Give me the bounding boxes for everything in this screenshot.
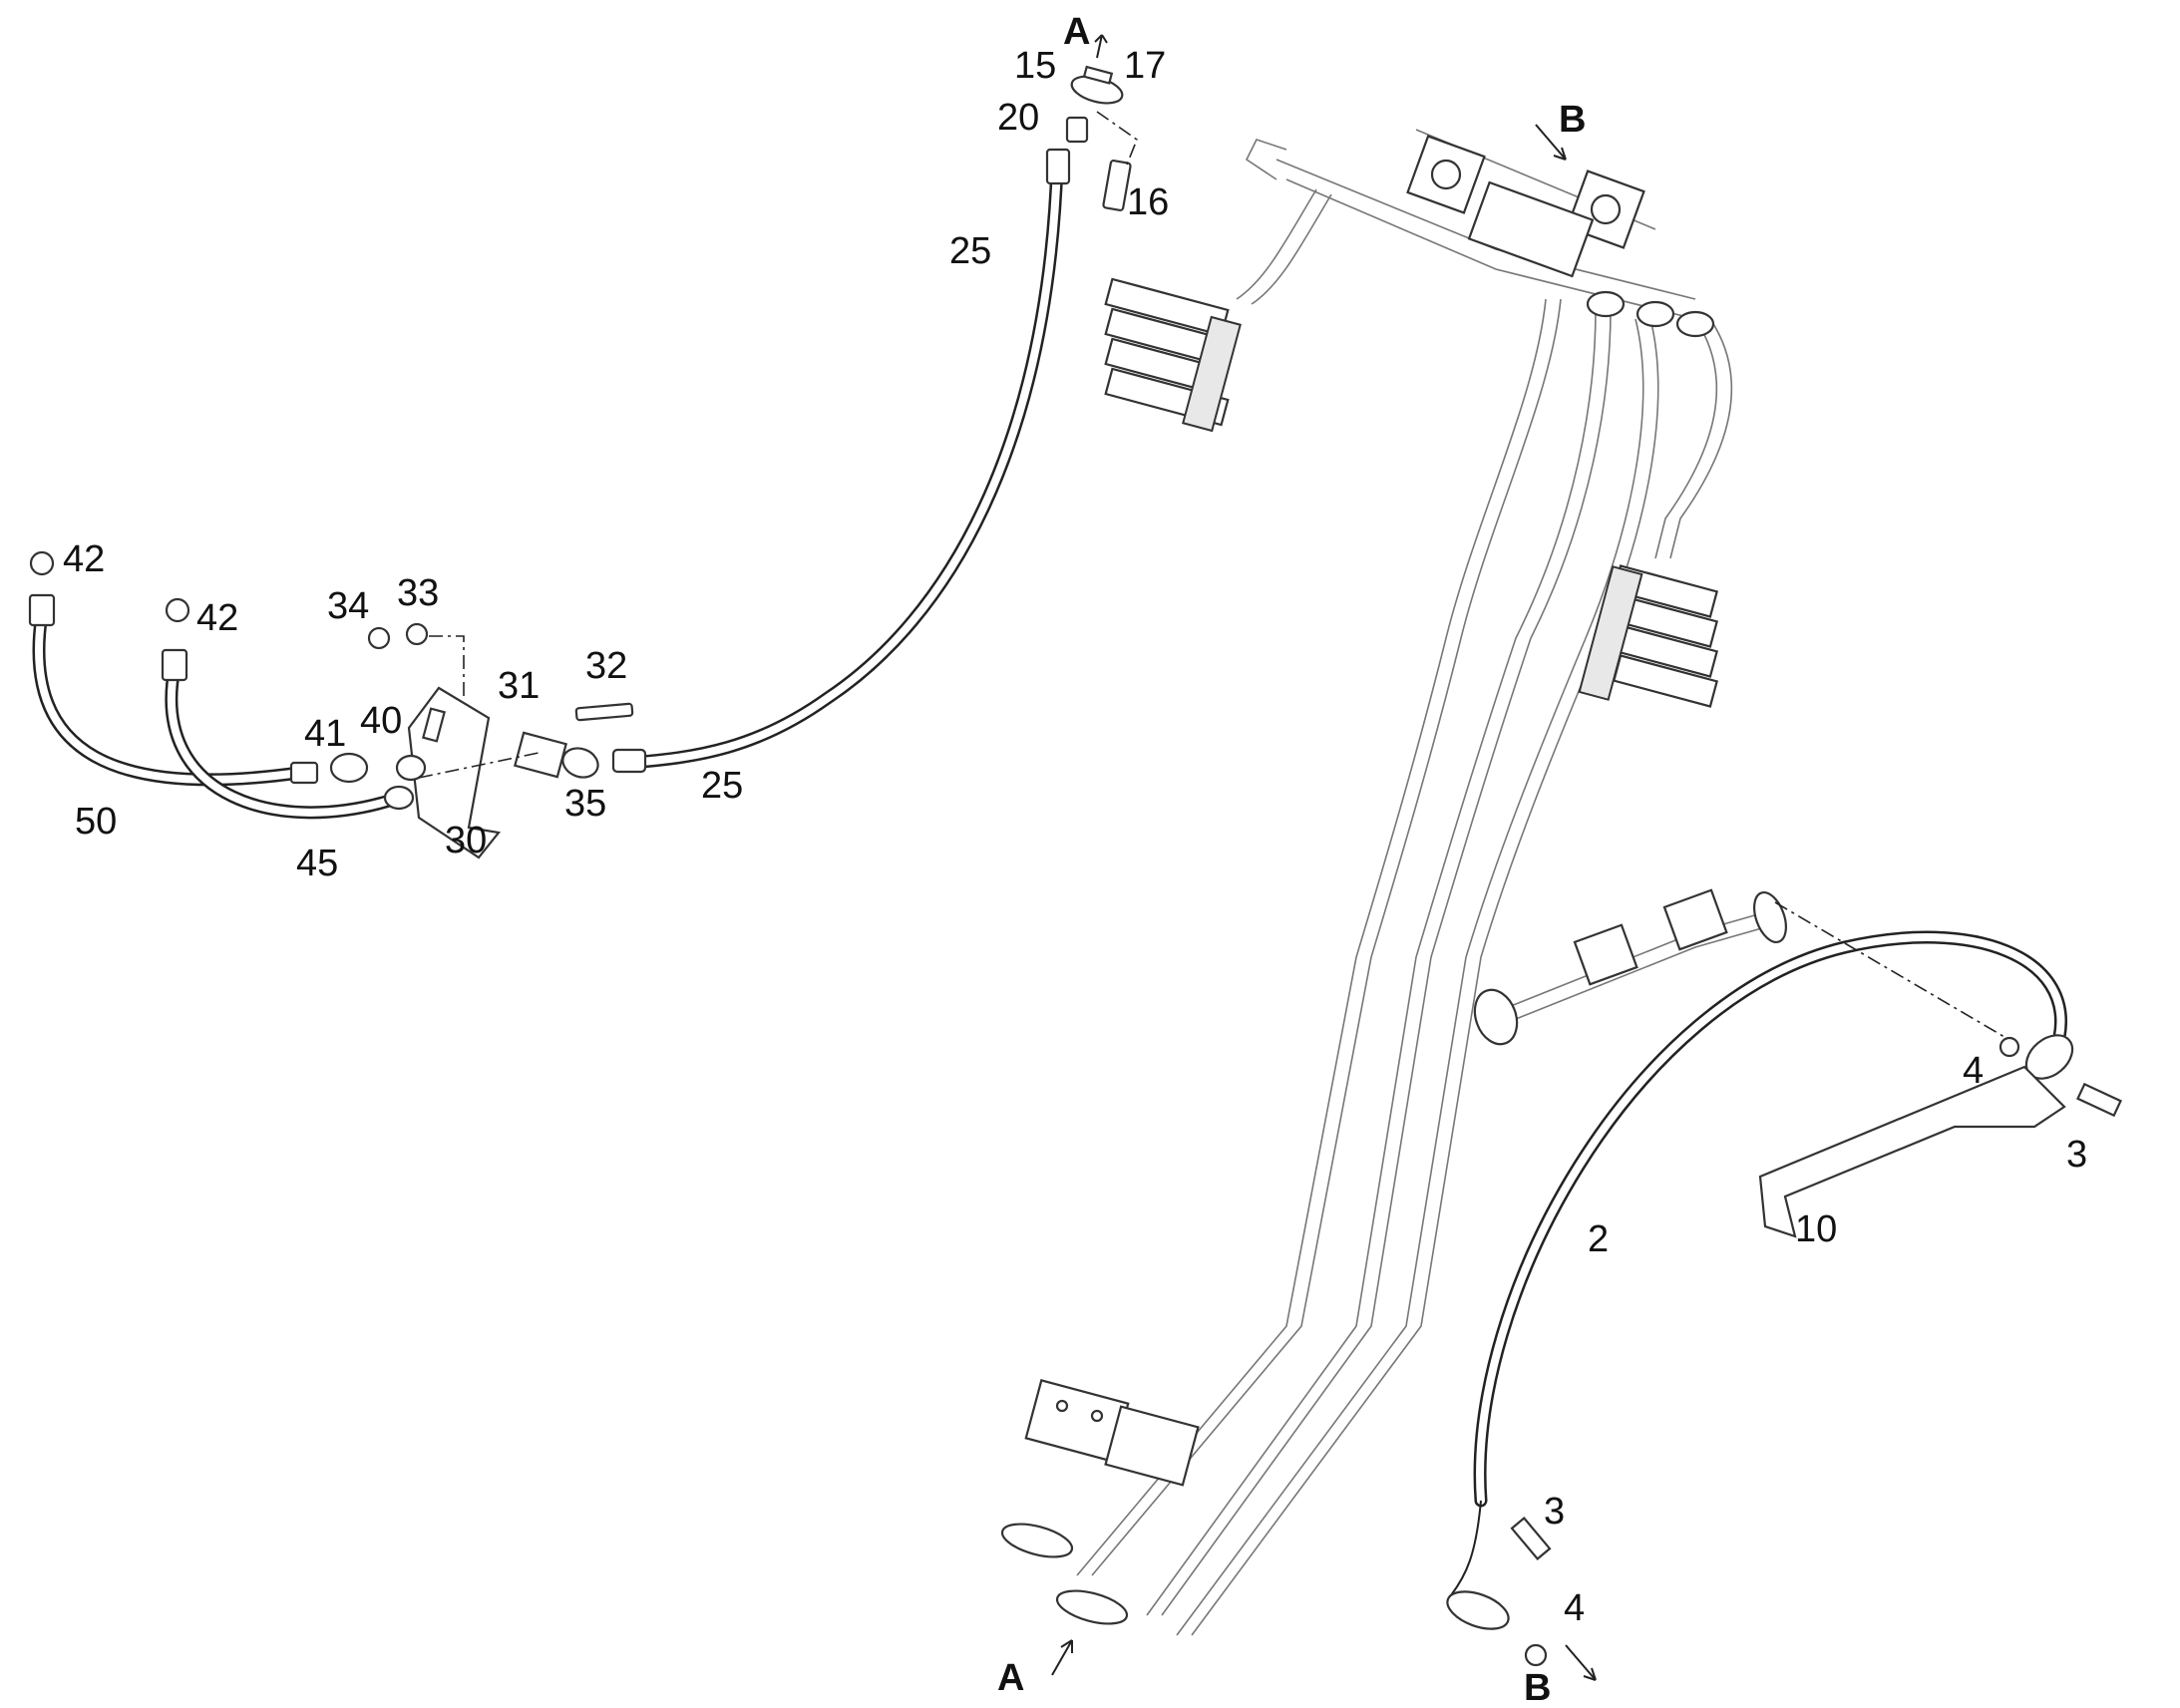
callout-50: 50 xyxy=(75,801,117,843)
valve-block-right xyxy=(1578,564,1719,708)
callout-40: 40 xyxy=(360,700,402,742)
callout-30: 30 xyxy=(445,820,487,861)
callout-42: 42 xyxy=(63,538,105,580)
callout-45: 45 xyxy=(296,843,338,884)
callout-41: 41 xyxy=(304,713,346,755)
callout-2: 2 xyxy=(1588,1218,1609,1260)
callout-20: 20 xyxy=(997,97,1039,139)
callout-17: 17 xyxy=(1124,45,1166,87)
callout-4: 4 xyxy=(1963,1050,1984,1092)
view-marker-a: A xyxy=(1063,11,1090,53)
callout-34: 34 xyxy=(327,585,369,627)
callout-15: 15 xyxy=(1014,45,1056,87)
callout-25: 25 xyxy=(701,765,743,807)
hose-2 xyxy=(1446,901,2122,1667)
top-fittings xyxy=(1065,34,1138,211)
hoses-45-50 xyxy=(28,550,415,820)
view-marker-b: B xyxy=(1559,99,1586,141)
view-marker-b: B xyxy=(1524,1667,1551,1708)
valve-block-left xyxy=(1104,277,1242,433)
callout-25: 25 xyxy=(949,230,991,272)
callout-3: 3 xyxy=(2066,1134,2087,1176)
callout-4: 4 xyxy=(1564,1587,1585,1629)
callout-31: 31 xyxy=(498,665,540,707)
callout-33: 33 xyxy=(397,572,439,614)
callout-3: 3 xyxy=(1544,1491,1565,1533)
view-marker-a: A xyxy=(997,1657,1024,1699)
callout-10: 10 xyxy=(1795,1208,1837,1250)
callout-35: 35 xyxy=(564,783,606,825)
callout-42: 42 xyxy=(196,597,238,639)
callout-labels: 2 3 3 4 4 10 15 16 17 20 25 25 30 31 32 … xyxy=(63,11,2087,1708)
callout-32: 32 xyxy=(585,645,627,687)
fork-tool-10 xyxy=(1758,1065,2066,1238)
hose-25 xyxy=(611,148,1071,774)
view-arrows xyxy=(1051,124,1597,1681)
boom-pipe-assembly xyxy=(1000,129,1787,1636)
bracket-assembly xyxy=(329,622,634,859)
callout-16: 16 xyxy=(1127,181,1169,223)
